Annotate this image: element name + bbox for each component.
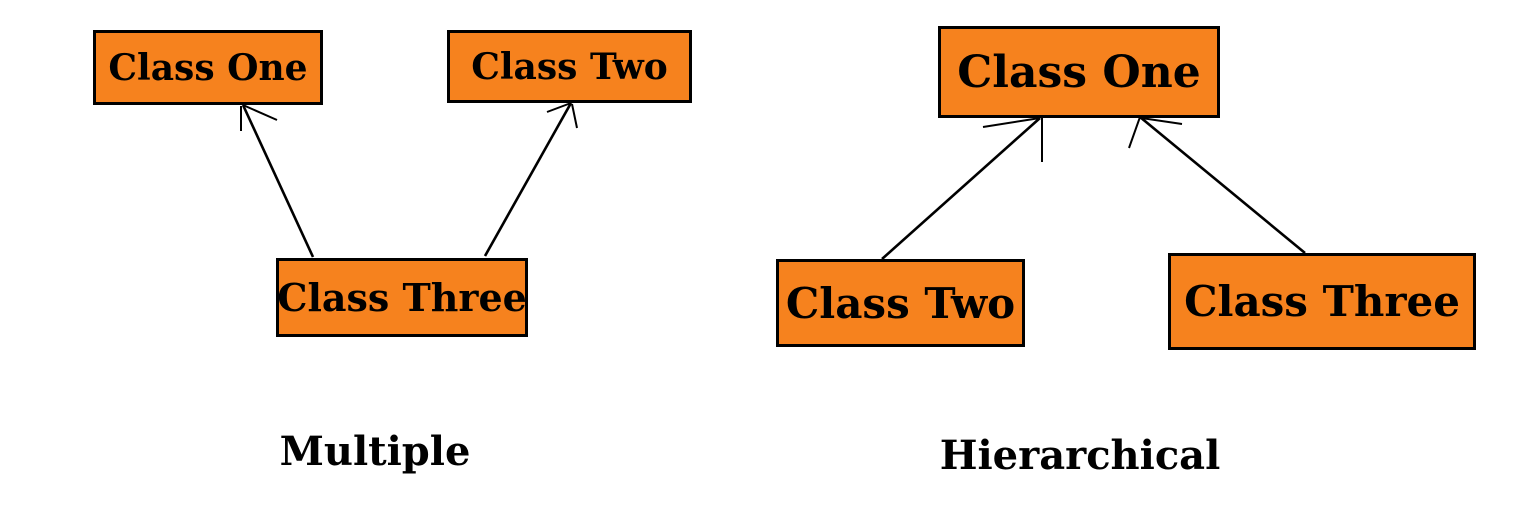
arrow-right-two-to-one	[881, 117, 1043, 260]
left-class-three-label: Class Three	[277, 275, 527, 320]
arrow-left-three-to-one	[240, 104, 315, 258]
arrow-left-three-to-two	[483, 102, 578, 257]
right-class-two-box: Class Two	[776, 259, 1025, 347]
right-class-three-box: Class Three	[1168, 253, 1476, 350]
left-class-one-box: Class One	[93, 30, 323, 105]
left-class-two-box: Class Two	[447, 30, 692, 103]
arrow-right-three-to-one	[1128, 115, 1306, 255]
right-class-two-label: Class Two	[785, 278, 1016, 328]
left-class-three-box: Class Three	[276, 258, 528, 337]
left-class-two-label: Class Two	[471, 45, 668, 88]
right-class-one-box: Class One	[938, 26, 1220, 118]
hierarchical-inheritance-caption: Hierarchical	[939, 432, 1221, 479]
right-class-three-label: Class Three	[1184, 277, 1460, 326]
left-class-one-label: Class One	[108, 46, 308, 89]
multiple-inheritance-caption: Multiple	[279, 428, 471, 475]
right-class-one-label: Class One	[957, 46, 1201, 98]
